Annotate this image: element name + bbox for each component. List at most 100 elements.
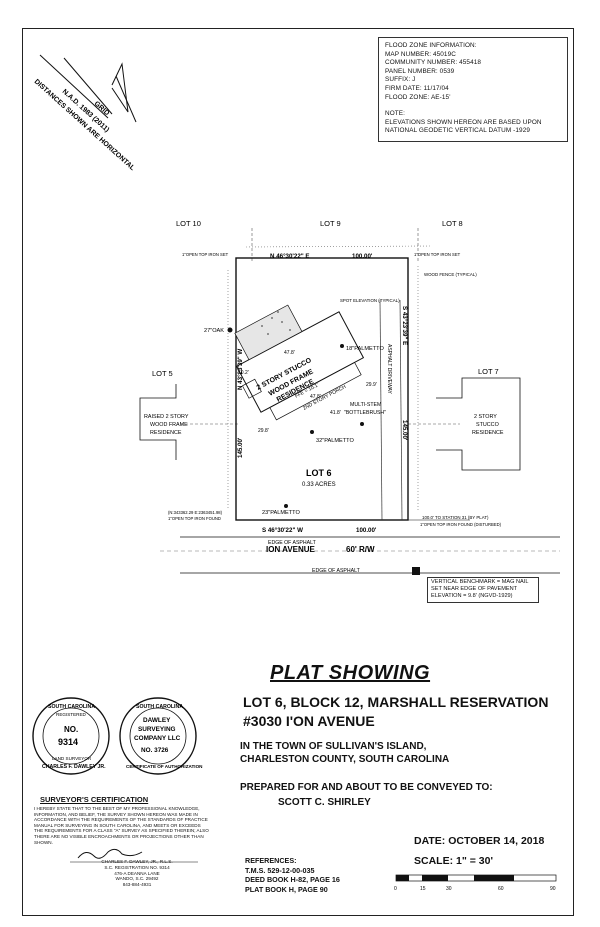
vertical-benchmark-box: VERTICAL BENCHMARK = MAG NAIL SET NEAR E… bbox=[427, 577, 539, 603]
address-title: #3030 I'ON AVENUE bbox=[243, 713, 375, 729]
iron-bottom-left: 1"OPEN TOP IRON FOUND bbox=[168, 516, 221, 521]
seal2-name2: SURVEYING bbox=[138, 726, 176, 733]
lot8-label: LOT 8 bbox=[442, 219, 463, 228]
lot9-label: LOT 9 bbox=[320, 219, 341, 228]
references-block: REFERENCES: T.M.S. 529-12-00-035 DEED BO… bbox=[245, 856, 340, 894]
palmetto-tree-icon bbox=[284, 504, 288, 508]
dim-label: 29.9' bbox=[366, 382, 377, 388]
firm-date: FIRM DATE: 11/17/04 bbox=[385, 84, 449, 92]
company-seal bbox=[119, 697, 197, 775]
edge-asphalt-bottom: EDGE OF ASPHALT bbox=[312, 568, 361, 574]
lot5-house-1: RAISED 2 STORY bbox=[144, 414, 189, 420]
acres-label: 0.33 ACRES bbox=[302, 482, 336, 488]
spot-elev-label: SPOT ELEVATION (TYPICAL) bbox=[340, 298, 400, 303]
bearing-top: N 46°30'22" E bbox=[270, 253, 310, 260]
seal1-reg: REGISTERED bbox=[56, 712, 87, 717]
scale-tick: 30 bbox=[446, 886, 452, 892]
signer-line3: 476-A DEANNA LANE bbox=[114, 870, 160, 876]
residence-footprint bbox=[234, 304, 365, 421]
community-number: COMMUNITY NUMBER: 455418 bbox=[385, 59, 482, 67]
dim-label: 10.2' bbox=[238, 370, 249, 376]
coords-label: (N:343362.29 E:2363451.98) bbox=[168, 510, 223, 515]
scale-tick: 90 bbox=[550, 886, 556, 892]
plat-date: DATE: OCTOBER 14, 2018 bbox=[414, 835, 545, 847]
dim-label: 29.8' bbox=[258, 428, 269, 434]
oak-label: 27"OAK bbox=[204, 328, 224, 334]
station-label: 100.0' TO STATION 31 (BY PLAT) bbox=[422, 515, 489, 520]
bearing-right: S 43°23'39" E bbox=[401, 306, 408, 345]
dim-label: 41.8' bbox=[330, 410, 341, 416]
signer-line1: CHARLES F. DAWLEY, JR., R.L.S. bbox=[101, 859, 173, 864]
lot5-house-2: WOOD FRAME bbox=[150, 422, 188, 428]
seal2-name3: COMPANY LLC bbox=[134, 735, 181, 742]
vb-line3: ELEVATION = 9.8' (NGVD-1929) bbox=[431, 593, 513, 600]
note-title: NOTE: bbox=[385, 110, 406, 118]
seal2-no: NO. 3726 bbox=[141, 747, 169, 754]
ref-tms: T.M.S. 529-12-00-035 bbox=[245, 865, 315, 875]
ref-plat: PLAT BOOK H, PAGE 90 bbox=[245, 884, 328, 894]
row-label: 60' R/W bbox=[346, 545, 375, 554]
bottlebrush-tree-icon bbox=[360, 422, 364, 426]
bottlebrush-label-1: MULTI-STEM bbox=[350, 402, 381, 408]
edge-asphalt-top: EDGE OF ASPHALT bbox=[268, 540, 317, 546]
flood-zone-title: FLOOD ZONE INFORMATION: bbox=[385, 42, 477, 49]
wood-fence-label: WOOD FENCE (TYPICAL) bbox=[424, 272, 477, 277]
plat-scale: SCALE: 1" = 30' bbox=[414, 855, 493, 867]
lot10-label: LOT 10 bbox=[176, 219, 201, 228]
pool-area bbox=[261, 311, 291, 335]
lot6-label: LOT 6 bbox=[306, 468, 332, 478]
ref-deed: DEED BOOK H-82, PAGE 16 bbox=[245, 875, 340, 885]
vb-line2: SET NEAR EDGE OF PAVEMENT bbox=[431, 586, 518, 593]
panel-number: PANEL NUMBER: 0539 bbox=[385, 67, 455, 75]
palmetto-tree-icon bbox=[310, 430, 314, 434]
bearing-bottom: S 46°30'22" W bbox=[262, 527, 303, 534]
seal1-bottom: CHARLES F. DAWLEY JR. bbox=[42, 764, 106, 770]
map-number: MAP NUMBER: 45019C bbox=[385, 50, 456, 58]
lot-boundary bbox=[235, 257, 409, 521]
town-line1: IN THE TOWN OF SULLIVAN'S ISLAND, bbox=[240, 741, 427, 752]
dist-top: 100.00' bbox=[352, 253, 373, 260]
seal1-land: LAND SURVEYOR bbox=[52, 756, 92, 761]
lot-block-title: LOT 6, BLOCK 12, MARSHALL RESERVATION bbox=[243, 694, 549, 710]
certification-body: I HEREBY STATE THAT TO THE BEST OF MY PR… bbox=[34, 806, 209, 845]
scale-tick: 0 bbox=[394, 886, 397, 892]
iron-bottom-right: 1"OPEN TOP IRON FOUND (DISTURBED) bbox=[420, 522, 502, 527]
dist-left: 145.00' bbox=[237, 437, 244, 458]
signer-line2: S.C. REGISTRATION NO. 9314 bbox=[104, 864, 170, 870]
scale-tick: 60 bbox=[498, 886, 504, 892]
bearing-left: N 43°23'39" W bbox=[237, 349, 244, 390]
driveway-label: ASPHALT DRIVEWAY bbox=[386, 344, 392, 394]
surveyor-signature bbox=[77, 848, 143, 859]
lot5-label: LOT 5 bbox=[152, 369, 173, 378]
plat-showing-title: PLAT SHOWING bbox=[270, 662, 431, 684]
flood-zone-value: FLOOD ZONE: AE-15' bbox=[385, 93, 451, 101]
seal2-name1: DAWLEY bbox=[143, 717, 171, 724]
lot5-house-3: RESIDENCE bbox=[150, 430, 182, 436]
dist-bottom: 100.00' bbox=[356, 527, 377, 534]
note-line2: NATIONAL GEODETIC VERTICAL DATUM -1929 bbox=[385, 127, 531, 135]
oak-tree-icon bbox=[227, 327, 233, 333]
flood-zone-box: FLOOD ZONE INFORMATION: MAP NUMBER: 4501… bbox=[378, 37, 568, 142]
iron-top-left: 1"OPEN TOP IRON SET bbox=[182, 252, 229, 257]
lot7-label: LOT 7 bbox=[478, 367, 499, 376]
iron-top-right: 1"OPEN TOP IRON SET bbox=[414, 252, 461, 257]
seal2-state: SOUTH CAROLINA bbox=[136, 704, 183, 710]
suffix: SUFFIX: J bbox=[385, 76, 416, 84]
street-label: ION AVENUE bbox=[266, 545, 316, 554]
lot7-house-3: RESIDENCE bbox=[472, 430, 504, 436]
seal2-bottom: CERTIFICATE OF AUTHORIZATION bbox=[126, 764, 203, 769]
references-title: REFERENCES: bbox=[245, 856, 297, 865]
certification-title: SURVEYOR'S CERTIFICATION bbox=[40, 795, 149, 804]
lot7-house-2: STUCCO bbox=[476, 422, 499, 428]
prepared-for: PREPARED FOR AND ABOUT TO BE CONVEYED TO… bbox=[240, 782, 493, 793]
seal1-num: 9314 bbox=[58, 737, 78, 747]
bottlebrush-label-2: "BOTTLEBRUSH" bbox=[344, 410, 386, 416]
vb-line1: VERTICAL BENCHMARK = MAG NAIL bbox=[431, 579, 529, 585]
owner-name: SCOTT C. SHIRLEY bbox=[278, 797, 371, 808]
signer-line5: 843-884-4931 bbox=[122, 882, 152, 888]
dim-label: 47.8' bbox=[310, 394, 321, 400]
palm3-label: 23"PALMETTO bbox=[262, 510, 300, 516]
palm1-label: 18"PALMETTO bbox=[346, 346, 384, 352]
plat-sheet-border bbox=[22, 28, 574, 916]
